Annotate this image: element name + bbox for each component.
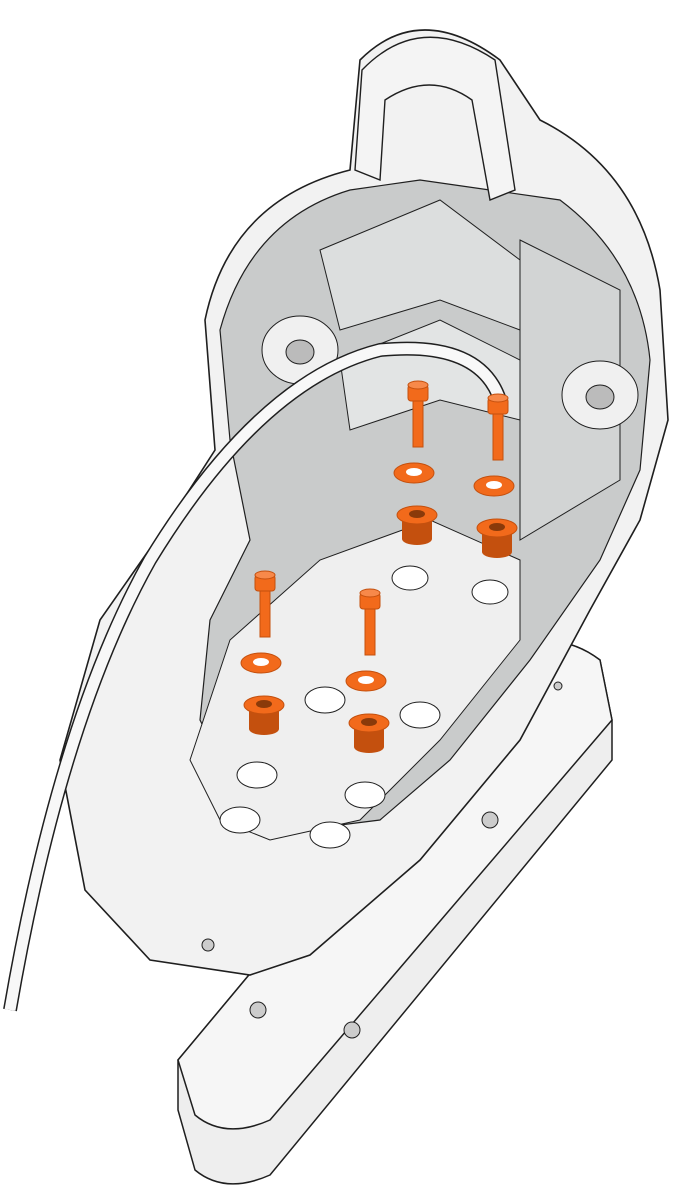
washer xyxy=(473,475,515,497)
screw xyxy=(254,570,276,638)
floor-hole xyxy=(391,565,429,591)
floor-hole xyxy=(236,761,278,789)
floor-hole xyxy=(304,686,346,714)
mounting-hole xyxy=(249,1001,267,1019)
screw xyxy=(407,380,429,448)
housing-tab-hole xyxy=(201,938,215,952)
floor-hole xyxy=(399,701,441,729)
bushing xyxy=(396,505,438,545)
floor-hole xyxy=(309,821,351,849)
fastener-hardware xyxy=(240,380,518,753)
boss-right xyxy=(561,360,639,430)
washer xyxy=(345,670,387,692)
bushing xyxy=(243,695,285,735)
washer xyxy=(393,462,435,484)
mounting-hole xyxy=(343,1021,361,1039)
mounting-hole xyxy=(553,681,563,691)
screw xyxy=(487,393,509,461)
boss-left xyxy=(261,315,339,385)
floor-hole xyxy=(219,806,261,834)
bushing xyxy=(348,713,390,753)
floor-hole xyxy=(344,781,386,809)
bushing xyxy=(476,518,518,558)
floor-hole xyxy=(471,579,509,605)
mounting-hole xyxy=(481,811,499,829)
handle-loop xyxy=(354,36,516,201)
washer xyxy=(240,652,282,674)
screw xyxy=(359,588,381,656)
base-plate xyxy=(177,641,613,1185)
housing xyxy=(59,29,669,976)
